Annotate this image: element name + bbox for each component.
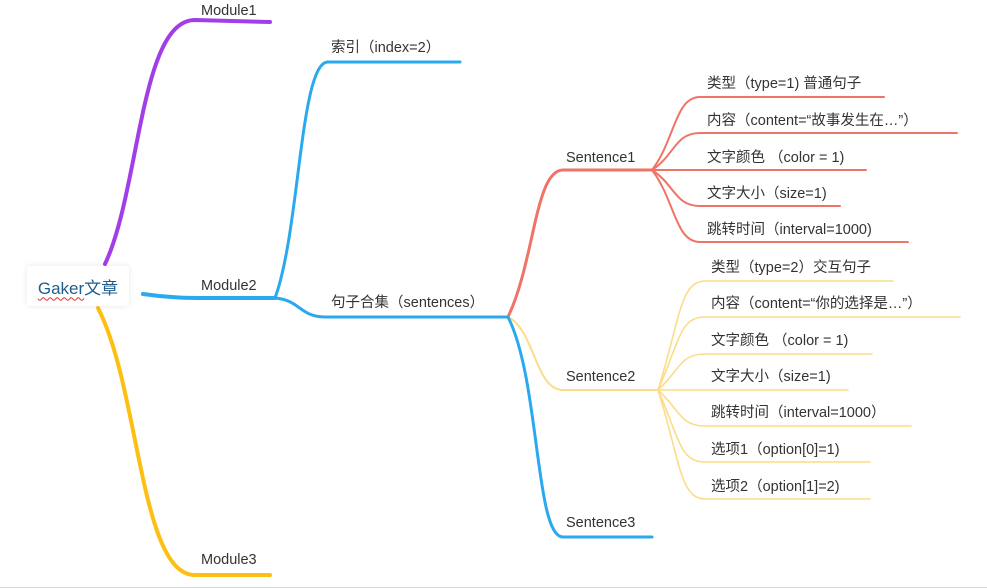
branch-sentences	[273, 296, 510, 319]
node-s2-type[interactable]: 类型（type=2）交互句子	[711, 260, 871, 276]
root-label-suffix: 文章	[84, 278, 119, 298]
node-sentence2[interactable]: Sentence2	[566, 369, 636, 385]
node-s2-size[interactable]: 文字大小（size=1)	[711, 369, 831, 385]
node-s1-type[interactable]: 类型（type=1) 普通句子	[707, 76, 862, 92]
branch-module3	[96, 306, 272, 577]
root-node[interactable]: Gaker文章	[27, 266, 129, 306]
branch-s1-interval	[651, 169, 909, 243]
branch-s2-color	[657, 353, 873, 391]
branch-s1-size	[651, 169, 841, 207]
node-s1-content[interactable]: 内容（content=“故事发生在…”）	[707, 113, 918, 129]
node-module2[interactable]: Module2	[201, 278, 257, 294]
branch-sentence2	[507, 316, 659, 391]
branch-s2-option0	[657, 389, 871, 463]
root-label: Gaker文章	[38, 274, 118, 299]
branch-s2-content	[657, 316, 961, 391]
node-s2-interval[interactable]: 跳转时间（interval=1000）	[711, 405, 886, 421]
node-sentence1[interactable]: Sentence1	[566, 150, 636, 166]
node-sentences[interactable]: 句子合集（sentences）	[331, 295, 485, 311]
branch-s2-option1	[657, 389, 871, 500]
node-module1[interactable]: Module1	[201, 3, 257, 19]
node-s1-color[interactable]: 文字颜色 （color = 1)	[707, 150, 845, 166]
root-label-word: Gaker	[37, 278, 85, 298]
node-s2-option0[interactable]: 选项1（option[0]=1)	[711, 442, 840, 458]
branch-sentence3	[506, 315, 654, 539]
branch-index	[273, 60, 462, 300]
node-s1-interval[interactable]: 跳转时间（interval=1000)	[707, 222, 872, 238]
branch-module2	[141, 292, 277, 300]
node-sentence3[interactable]: Sentence3	[566, 515, 636, 531]
node-s2-content[interactable]: 内容（content=“你的选择是…”）	[711, 296, 922, 312]
branch-module1	[103, 17, 272, 266]
branch-s1-type	[651, 96, 885, 171]
branch-s2-interval	[657, 389, 912, 427]
node-index[interactable]: 索引（index=2）	[331, 40, 441, 56]
branch-sentence1	[506, 168, 654, 319]
branch-s2-type	[657, 280, 894, 391]
node-s2-option1[interactable]: 选项2（option[1]=2)	[711, 479, 840, 495]
node-s1-size[interactable]: 文字大小（size=1)	[707, 186, 827, 202]
branch-s1-content	[651, 132, 958, 171]
node-s2-color[interactable]: 文字颜色 （color = 1)	[711, 333, 849, 349]
node-module3[interactable]: Module3	[201, 552, 257, 568]
